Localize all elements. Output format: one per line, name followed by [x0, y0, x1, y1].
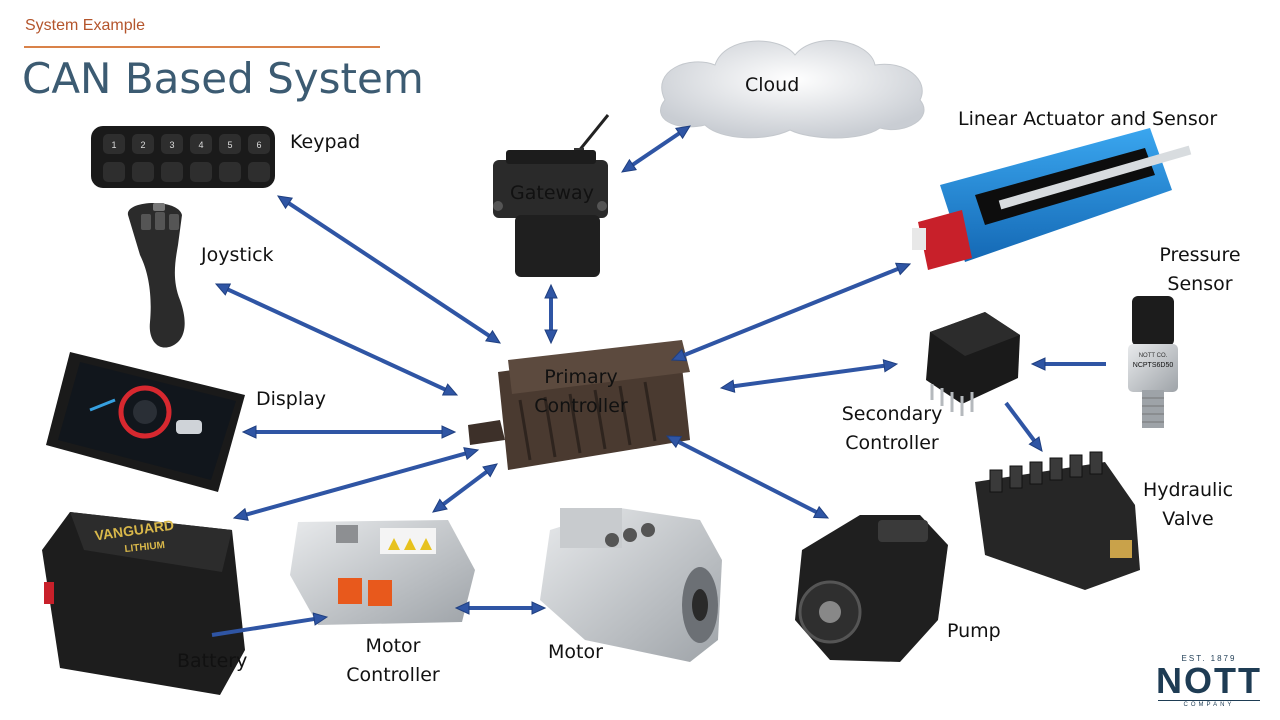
kicker-underline: [24, 46, 380, 48]
arrow-actuator-to-primary: [670, 262, 912, 362]
label-line: Cloud: [745, 74, 800, 96]
section-kicker: System Example: [25, 17, 146, 34]
battery-image: VANGUARD LITHIUM: [42, 512, 245, 695]
label-line: Sensor: [1167, 273, 1233, 295]
arrow-secondary-to-hydraulic: [1004, 401, 1043, 452]
label-secondary-controller: Secondary Controller: [838, 400, 946, 458]
keypad-function-key: [161, 162, 183, 182]
joystick-image: [127, 202, 185, 348]
label-gateway: Gateway: [510, 179, 594, 208]
connector-arrows: [211, 125, 1106, 637]
label-line: Hydraulic: [1142, 479, 1234, 501]
pressure-sensor-print-1: NOTT CO.: [1139, 353, 1168, 359]
label-line: Display: [256, 388, 327, 410]
label-joystick: Joystick: [201, 241, 274, 270]
keypad-key-label: 1: [111, 140, 116, 150]
label-pressure-sensor: Pressure Sensor: [1152, 241, 1248, 299]
keypad-function-key: [103, 162, 125, 182]
label-line: Controller: [346, 664, 440, 686]
keypad-key: [248, 134, 270, 154]
label-line: Pump: [947, 620, 1001, 642]
label-primary-controller: Primary Controller: [528, 363, 634, 421]
keypad-image: 1 2 3 4 5 6: [91, 126, 275, 188]
battery-print-2: LITHIUM: [124, 540, 165, 555]
label-motor: Motor: [548, 638, 603, 667]
label-line: Primary: [544, 366, 618, 388]
arrow-gateway-to-cloud: [621, 125, 691, 173]
arrow-gateway-to-primary: [544, 283, 558, 345]
arrow-battery-to-primary: [232, 447, 480, 521]
label-line: Joystick: [201, 244, 274, 266]
hydraulic-valve-image: [975, 451, 1140, 590]
keypad-key-label: 6: [256, 140, 261, 150]
keypad-key: [190, 134, 212, 154]
label-display: Display: [256, 385, 326, 414]
logo-est: EST. 1879: [1181, 654, 1237, 663]
label-line: Pressure: [1159, 244, 1241, 266]
keypad-key-label: 2: [140, 140, 145, 150]
label-line: Motor: [365, 635, 421, 657]
arrow-pump-to-primary: [665, 435, 830, 519]
label-line: Keypad: [290, 131, 361, 153]
display-image: [46, 352, 245, 492]
primary-controller-image: [468, 340, 690, 470]
logo-sub: COMPANY: [1158, 700, 1260, 708]
keypad-key-label: 5: [227, 140, 232, 150]
label-line: Linear Actuator and Sensor: [958, 108, 1218, 130]
label-line: Controller: [534, 395, 628, 417]
linear-actuator-image: [912, 128, 1192, 270]
arrow-motor_controller-to-motor: [454, 601, 547, 615]
label-line: Valve: [1162, 508, 1214, 530]
arrow-joystick-to-primary: [214, 283, 459, 396]
keypad-key: [161, 134, 183, 154]
logo-name: NOTT: [1156, 660, 1262, 701]
label-line: Motor: [548, 641, 603, 663]
keypad-key-label: 3: [169, 140, 174, 150]
keypad-function-key: [248, 162, 270, 182]
motor-controller-image: [290, 520, 475, 625]
label-line: Secondary: [841, 403, 943, 425]
keypad-function-key: [219, 162, 241, 182]
keypad-key-label: 4: [198, 140, 203, 150]
label-line: Battery: [177, 650, 248, 672]
keypad-function-key: [190, 162, 212, 182]
label-cloud: Cloud: [745, 71, 799, 100]
label-pump: Pump: [947, 617, 1001, 646]
label-battery: Battery: [177, 647, 247, 676]
keypad-key: [219, 134, 241, 154]
motor-image: [540, 508, 722, 662]
keypad-function-key: [132, 162, 154, 182]
arrow-battery-to-motor_controller: [211, 612, 329, 637]
keypad-key: [132, 134, 154, 154]
keypad-keys: 1 2 3 4 5 6: [103, 134, 270, 182]
pressure-sensor-print-2: NCPTS6D50: [1133, 362, 1174, 369]
company-logo: EST. 1879 NOTT COMPANY: [1150, 652, 1268, 716]
keypad-key: [103, 134, 125, 154]
arrow-keypad-to-primary: [277, 195, 501, 344]
label-line: Gateway: [510, 182, 594, 204]
arrow-motor_controller-to-primary: [432, 463, 498, 513]
page-title: CAN Based System: [22, 54, 424, 103]
label-motor-controller: Motor Controller: [338, 632, 448, 690]
pressure-sensor-image: NOTT CO. NCPTS6D50: [1128, 296, 1178, 428]
arrow-pressure-to-secondary: [1030, 357, 1106, 371]
arrow-secondary-to-primary: [719, 359, 899, 393]
pump-image: [795, 515, 948, 662]
label-keypad: Keypad: [290, 128, 360, 157]
arrow-display-to-primary: [241, 425, 457, 439]
label-hydraulic-valve: Hydraulic Valve: [1138, 476, 1238, 534]
gateway-image: [493, 114, 610, 277]
label-line: Controller: [845, 432, 939, 454]
label-linear-actuator: Linear Actuator and Sensor: [958, 105, 1217, 134]
secondary-controller-image: [926, 312, 1020, 416]
cloud-image: [660, 40, 925, 139]
